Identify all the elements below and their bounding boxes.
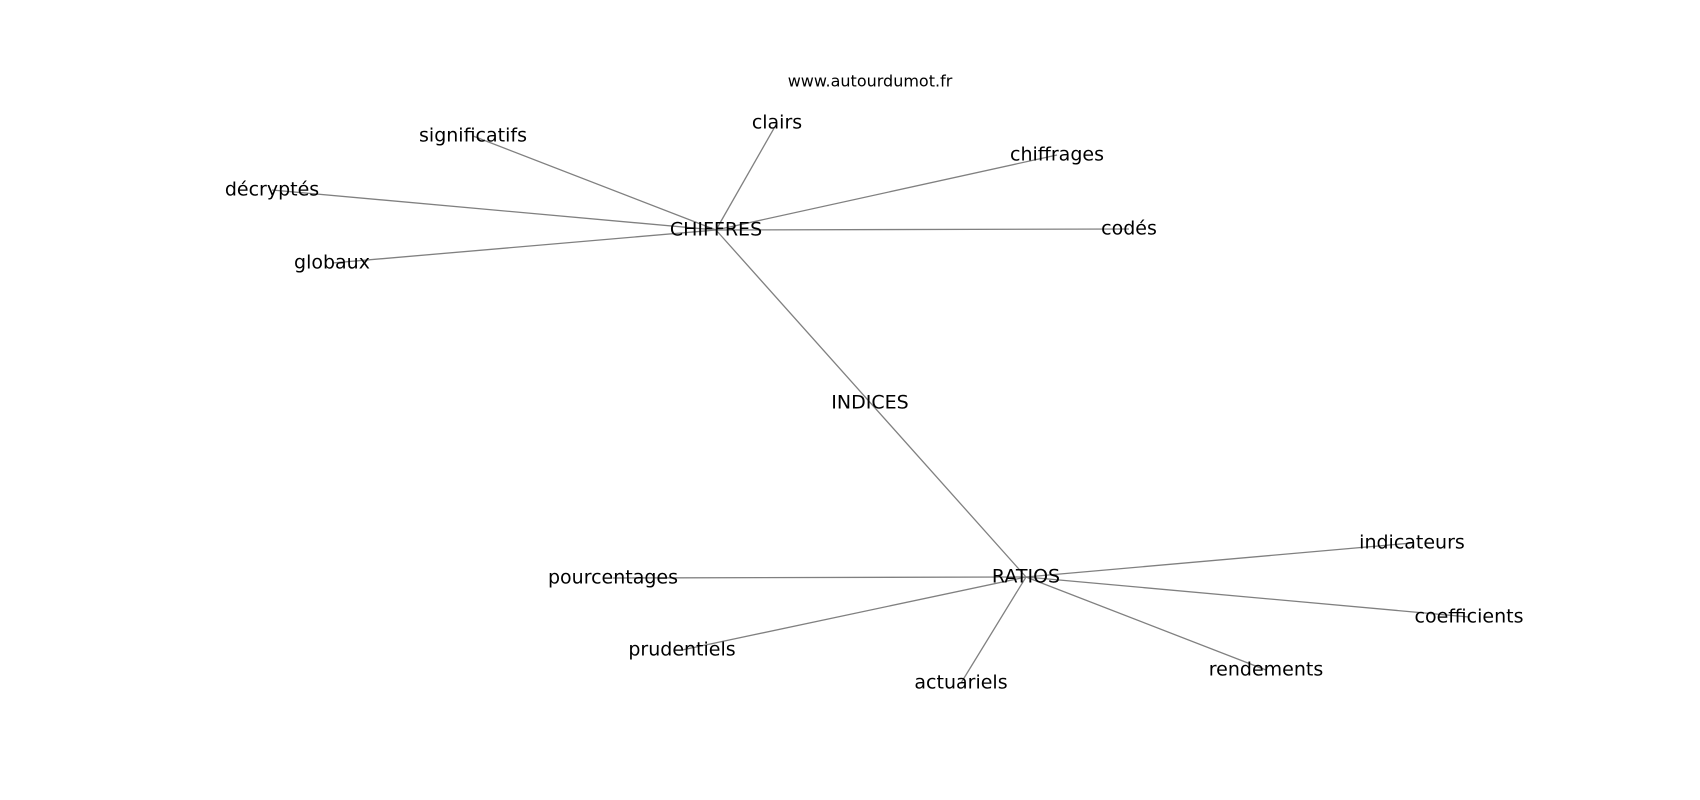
node-rendements[interactable]: rendements bbox=[1209, 659, 1323, 681]
node-prudentiels[interactable]: prudentiels bbox=[628, 639, 735, 661]
labels-layer: www.autourdumot.fr INDICES CHIFFRES RATIOS… bbox=[225, 72, 1524, 694]
edge-ratios-actuariels bbox=[960, 576, 1027, 684]
edge-chiffres-decryptes bbox=[271, 189, 717, 231]
node-chiffres[interactable]: CHIFFRES bbox=[670, 219, 762, 241]
node-coefficients[interactable]: coefficients bbox=[1415, 606, 1524, 628]
edge-chiffres-globaux bbox=[331, 229, 717, 264]
node-chiffrages[interactable]: chiffrages bbox=[1010, 144, 1104, 166]
node-clairs[interactable]: clairs bbox=[752, 112, 802, 134]
node-decryptes[interactable]: décryptés bbox=[225, 179, 319, 201]
edge-chiffres-significatifs bbox=[472, 135, 717, 231]
edge-chiffres-chiffrages bbox=[715, 154, 1058, 231]
edge-ratios-prudentiels bbox=[681, 576, 1027, 651]
node-ratios[interactable]: RATIOS bbox=[992, 566, 1060, 588]
edge-chiffres-ratios bbox=[715, 229, 1027, 578]
source-watermark: www.autourdumot.fr bbox=[788, 72, 953, 91]
edge-chiffres-clairs bbox=[715, 122, 778, 231]
node-pourcentages[interactable]: pourcentages bbox=[548, 567, 678, 589]
edge-chiffres-codes bbox=[715, 228, 1130, 231]
edge-ratios-indicateurs bbox=[1025, 542, 1413, 578]
node-significatifs[interactable]: significatifs bbox=[419, 125, 527, 147]
node-indices[interactable]: INDICES bbox=[831, 392, 908, 414]
node-actuariels[interactable]: actuariels bbox=[914, 672, 1007, 694]
node-indicateurs[interactable]: indicateurs bbox=[1359, 532, 1465, 554]
edge-ratios-coefficients bbox=[1025, 576, 1470, 618]
node-globaux[interactable]: globaux bbox=[294, 252, 370, 274]
node-codes[interactable]: codés bbox=[1101, 218, 1157, 240]
edges-layer bbox=[271, 122, 1470, 684]
edge-ratios-pourcentages bbox=[612, 576, 1027, 579]
edge-ratios-rendements bbox=[1025, 576, 1267, 671]
